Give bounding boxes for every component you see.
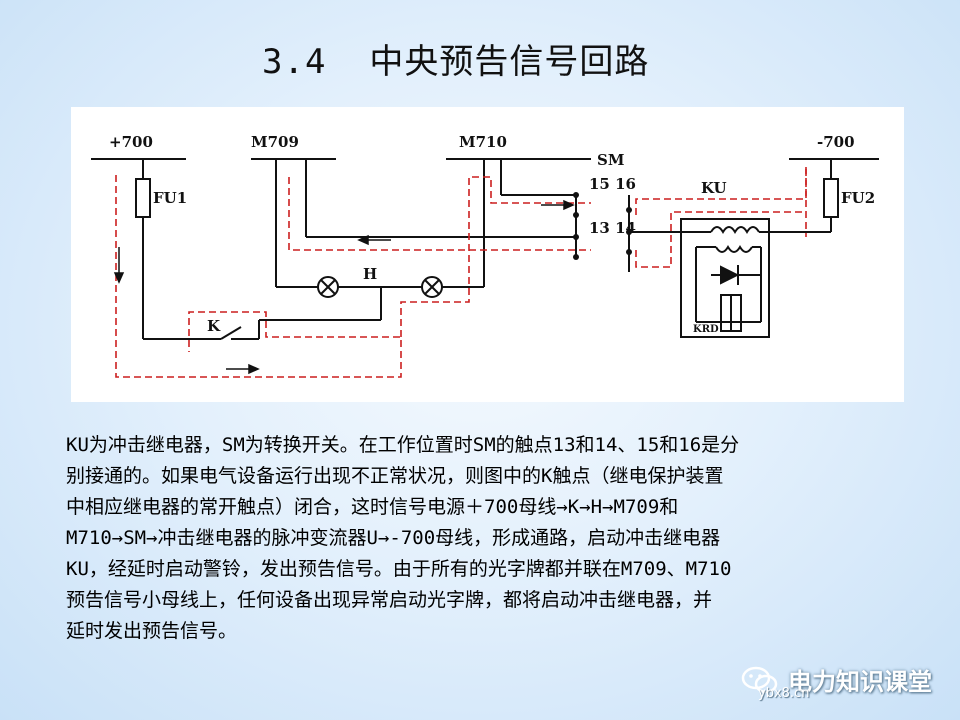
description-line: M710→SM→冲击继电器的脉冲变流器U→-700母线，形成通路，启动冲击继电器: [66, 527, 721, 549]
switch-label: SM: [597, 151, 624, 169]
watermark: 电力知识课堂 ybx8.cn: [738, 660, 938, 706]
description: KU为冲击继电器，SM为转换开关。在工作位置时SM的触点13和14、15和16是…: [66, 430, 906, 647]
contact-k-label: K: [207, 317, 221, 335]
bus-label-m709: M709: [251, 133, 299, 151]
watermark-url: ybx8.cn: [758, 686, 810, 701]
bus-label-pos: +700: [109, 133, 153, 151]
signal-lamp-left: [317, 276, 339, 298]
bus-label-m710: M710: [459, 133, 507, 151]
watermark-title: 电力知识课堂: [788, 668, 932, 696]
fuse2-label: FU2: [841, 189, 875, 207]
contact-13-14-label: 13 14: [589, 219, 636, 237]
fuse1-label: FU1: [153, 189, 187, 207]
bus-label-neg: -700: [817, 133, 855, 151]
signal-lamp-right: [421, 276, 443, 298]
description-line: KU为冲击继电器，SM为转换开关。在工作位置时SM的触点13和14、15和16是…: [66, 434, 740, 456]
relay-label: KU: [701, 179, 727, 197]
description-line: 别接通的。如果电气设备运行出现不正常状况，则图中的K触点（继电保护装置: [66, 465, 724, 487]
circuit-diagram: +700 M709 M710 -700 SM 15 16 13 14 KU FU…: [71, 107, 904, 402]
description-line: 中相应继电器的常开触点）闭合，这时信号电源＋700母线→K→H→M709和: [66, 496, 679, 518]
wechat-logo-icon: [741, 666, 778, 694]
description-line: 延时发出预告信号。: [66, 620, 238, 642]
current-path: [115, 167, 807, 378]
krd-label: KRD: [693, 324, 719, 335]
slide-title: 3.4 中央预告信号回路: [262, 42, 650, 82]
lamp-label: H: [363, 265, 377, 283]
contact-15-16-label: 15 16: [589, 175, 636, 193]
description-line: 预告信号小母线上，任何设备出现异常启动光字牌，都将启动冲击继电器，并: [66, 589, 713, 611]
flow-arrows: [113, 199, 575, 375]
description-line: KU，经延时启动警铃，发出预告信号。由于所有的光字牌都并联在M709、M710: [66, 558, 732, 580]
switch-contacts: [573, 192, 632, 260]
